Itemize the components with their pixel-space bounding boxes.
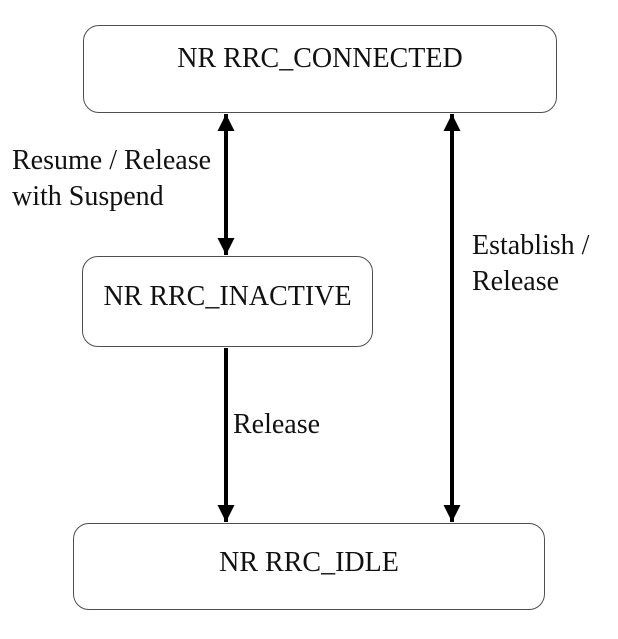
state-box-idle: NR RRC_IDLE bbox=[73, 523, 545, 610]
state-box-connected: NR RRC_CONNECTED bbox=[83, 25, 557, 113]
transition-label-connected-inactive: Resume / Release with Suspend bbox=[12, 143, 211, 215]
transition-label-line: Release bbox=[233, 409, 321, 440]
transition-label-connected-idle: Establish / Release bbox=[472, 228, 589, 300]
state-label-idle: NR RRC_IDLE bbox=[219, 546, 399, 578]
transition-label-line: Release bbox=[472, 266, 560, 297]
transition-label-line: Resume / Release bbox=[12, 145, 212, 176]
transition-label-line: Establish / bbox=[472, 230, 590, 261]
state-box-inactive: NR RRC_INACTIVE bbox=[82, 256, 373, 347]
transition-label-line: with Suspend bbox=[12, 181, 164, 212]
state-label-connected: NR RRC_CONNECTED bbox=[177, 43, 463, 74]
transition-label-inactive-idle: Release bbox=[233, 407, 320, 443]
state-label-inactive: NR RRC_INACTIVE bbox=[103, 280, 352, 312]
